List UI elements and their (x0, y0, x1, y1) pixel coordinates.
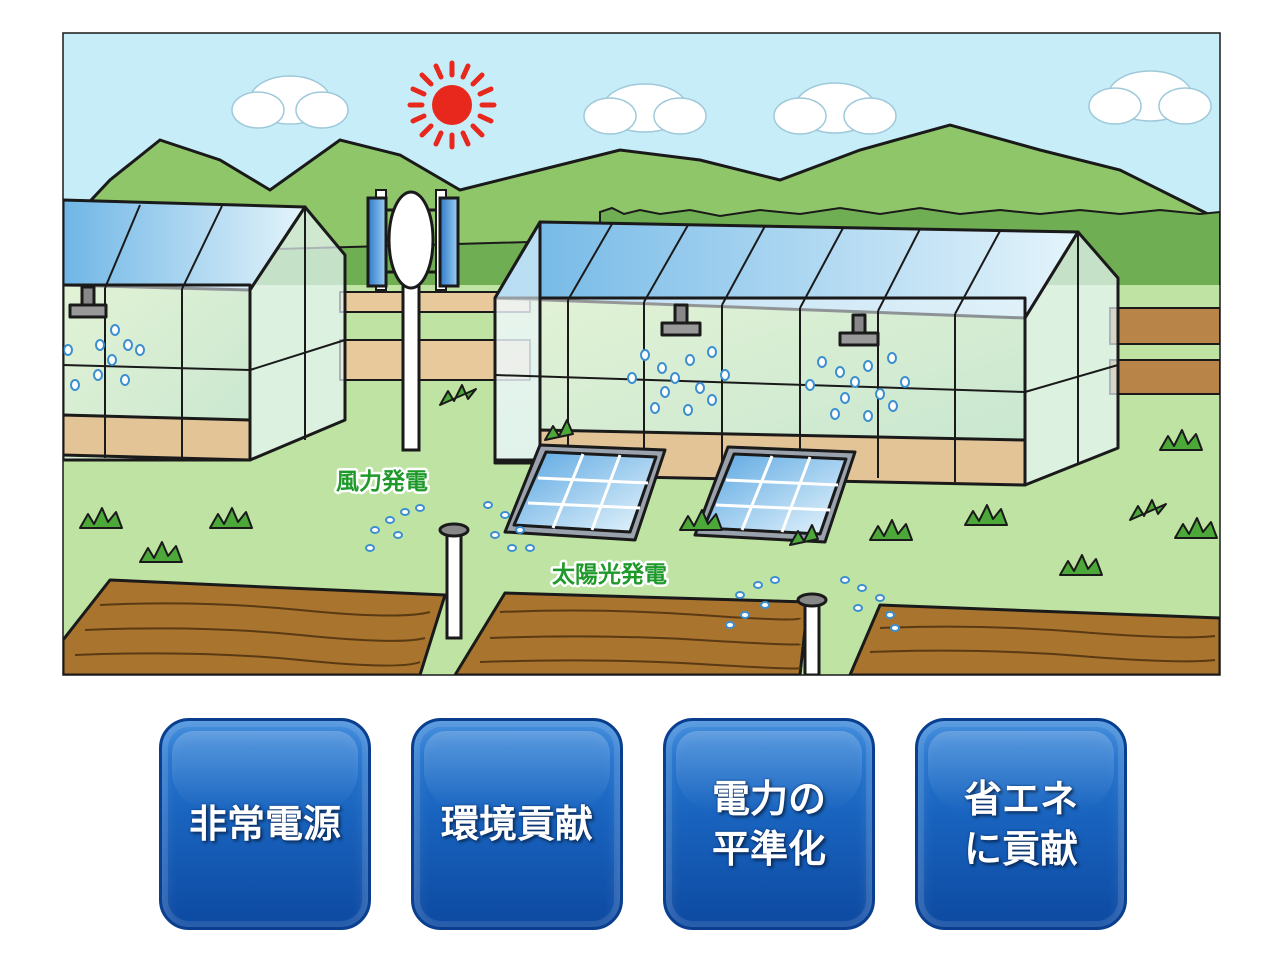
benefit-text: 省エネ に貢献 (963, 777, 1078, 871)
benefit-text: 電力の 平準化 (711, 777, 826, 871)
benefits-row: 非常電源 環境貢献 電力の 平準化 省エネ に貢献 (0, 718, 1280, 934)
water-drops (63, 324, 145, 391)
illustration-frame (62, 32, 1221, 676)
benefit-text: 非常電源 (188, 802, 341, 846)
water-spray (365, 501, 900, 632)
grass-tufts (79, 384, 1218, 576)
wind-power-label: 風力発電 (336, 469, 428, 495)
benefit-text: 環境貢献 (440, 802, 593, 846)
sprinkler-icon (438, 522, 828, 675)
benefit-badge-load-leveling: 電力の 平準化 (663, 718, 875, 930)
sun-icon (407, 60, 497, 150)
benefit-badge-environment: 環境貢献 (411, 718, 623, 930)
wind-turbine-icon (366, 189, 460, 452)
farm-illustration: 風力発電 太陽光発電 (62, 32, 1221, 676)
cloud-icon (231, 70, 1212, 135)
solar-power-label: 太陽光発電 (552, 562, 667, 588)
field-strip (1109, 359, 1220, 395)
benefit-badge-energy-saving: 省エネ に貢献 (915, 718, 1127, 930)
greenhouse-left (63, 198, 347, 462)
water-drops (627, 346, 910, 422)
crop-fields (63, 578, 1220, 675)
field-strip (1109, 307, 1220, 345)
solar-panel-icon (503, 443, 857, 544)
benefit-badge-emergency-power: 非常電源 (159, 718, 371, 930)
